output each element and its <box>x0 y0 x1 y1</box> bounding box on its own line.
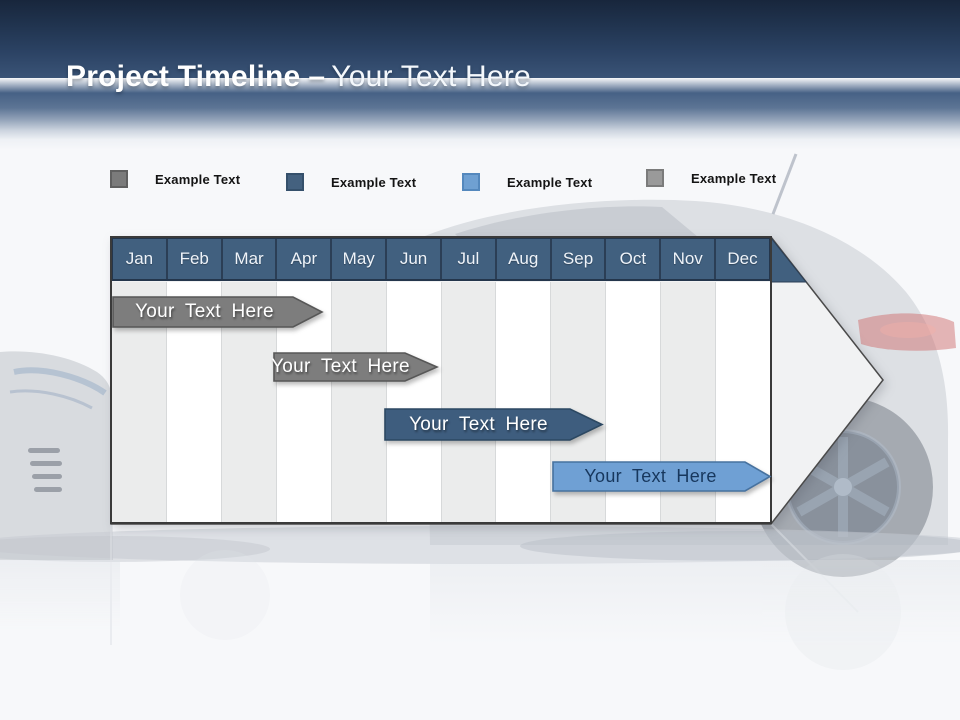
month-cell-dec: Dec <box>716 239 771 279</box>
month-column <box>331 282 387 522</box>
month-cell-jul: Jul <box>442 239 497 279</box>
month-column <box>441 282 497 522</box>
month-header-row: Jan Feb Mar Apr May Jun Jul Aug Sep Oct … <box>111 237 771 281</box>
legend-swatch-lightgray-icon <box>646 169 664 187</box>
legend-swatch-gray-icon <box>110 170 128 188</box>
legend-item-3: Example Text <box>462 172 592 192</box>
month-cell-jan: Jan <box>113 239 168 279</box>
month-cell-oct: Oct <box>606 239 662 279</box>
month-cell-apr: Apr <box>277 239 333 279</box>
legend-swatch-lightblue-icon <box>462 173 480 191</box>
legend-item-2: Example Text <box>286 172 416 192</box>
title-dash: – <box>308 60 326 93</box>
legend-item-1: Example Text <box>110 169 240 189</box>
month-cell-mar: Mar <box>223 239 278 279</box>
title-band: Project Timeline–Your Text Here <box>0 0 960 150</box>
month-cell-aug: Aug <box>497 239 552 279</box>
month-cell-jun: Jun <box>387 239 442 279</box>
month-cell-sep: Sep <box>552 239 607 279</box>
gantt-bar-2: Your Text Here <box>271 352 439 382</box>
page-title: Project Timeline–Your Text Here <box>66 60 531 94</box>
month-cell-may: May <box>332 239 388 279</box>
gantt-bar-label: Your Text Here <box>135 301 274 322</box>
title-placeholder-text: Your Text Here <box>331 60 531 93</box>
legend-label: Example Text <box>507 174 593 190</box>
title-bold-text: Project Timeline <box>66 60 301 93</box>
legend-label: Example Text <box>331 174 417 190</box>
legend-swatch-darkblue-icon <box>286 173 304 191</box>
legend-label: Example Text <box>691 170 777 186</box>
gantt-bar-3: Your Text Here <box>384 408 604 441</box>
month-column <box>386 282 442 522</box>
gantt-bar-label: Your Text Here <box>271 356 410 377</box>
month-cell-nov: Nov <box>661 239 717 279</box>
gantt-bar-label: Your Text Here <box>409 413 548 435</box>
legend-item-4: Example Text <box>646 168 776 188</box>
month-column <box>496 282 552 522</box>
gantt-bar-1: Your Text Here <box>112 296 324 328</box>
gantt-bar-4: Your Text Here <box>552 461 772 492</box>
gantt-bar-label: Your Text Here <box>584 466 717 486</box>
legend-label: Example Text <box>155 171 241 187</box>
month-cell-feb: Feb <box>168 239 223 279</box>
